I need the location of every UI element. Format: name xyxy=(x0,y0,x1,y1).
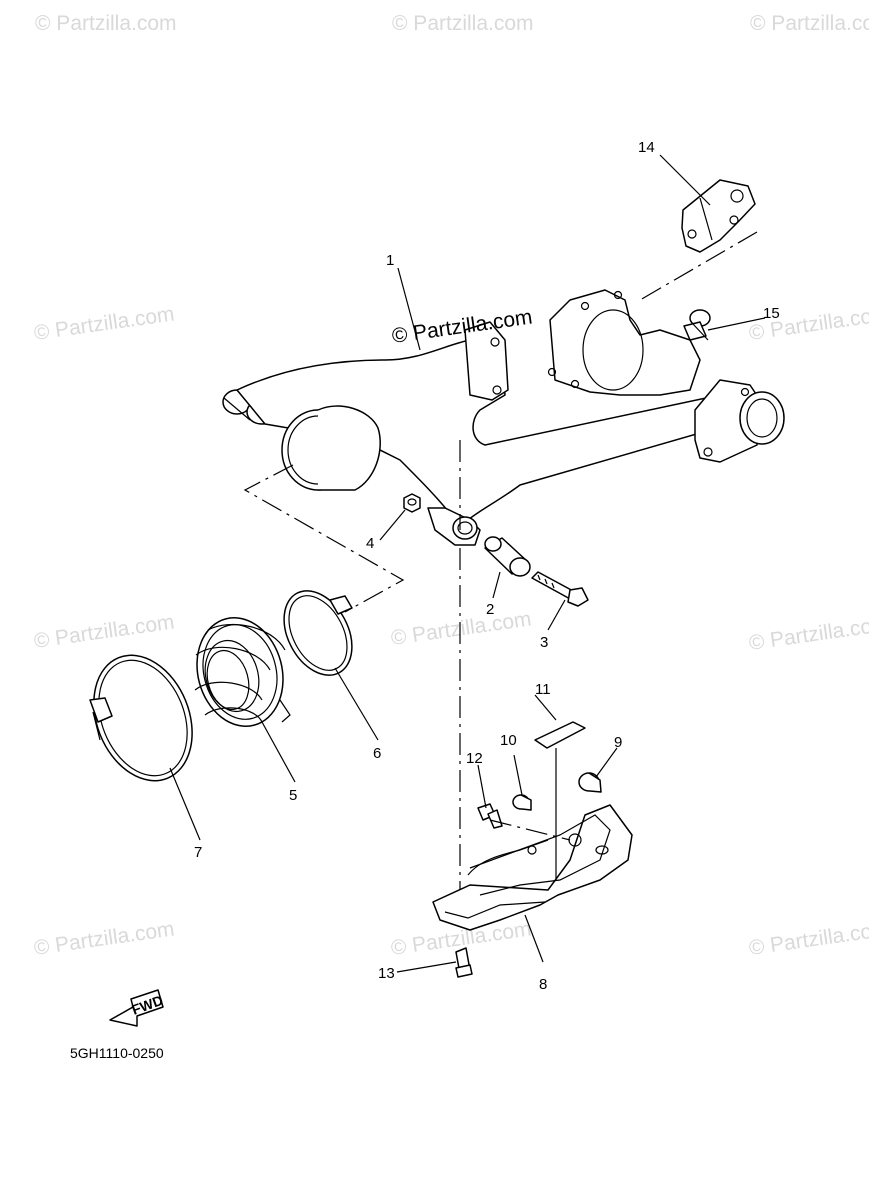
callout-7: 7 xyxy=(194,844,202,861)
part-13-bolt xyxy=(455,947,473,978)
callout-9: 9 xyxy=(614,734,622,751)
fwd-label: FWD xyxy=(130,992,165,1018)
callout-1: 1 xyxy=(386,252,394,269)
part-4-nut xyxy=(403,493,421,513)
leader-dashed xyxy=(243,464,405,613)
watermark: © Partzilla.com xyxy=(32,917,175,959)
watermark: © Partzilla.com xyxy=(747,612,869,654)
callout-11: 11 xyxy=(535,681,551,698)
leader-dashed xyxy=(639,231,758,301)
part-8-plate xyxy=(432,804,633,931)
watermark: © Partzilla.com xyxy=(392,12,534,35)
part-11-pad xyxy=(534,721,586,749)
callout-8: 8 xyxy=(539,976,547,993)
watermark: © Partzilla.com xyxy=(32,610,175,652)
callout-10: 10 xyxy=(500,732,517,749)
callout-14: 14 xyxy=(638,139,655,156)
callout-3: 3 xyxy=(540,634,548,651)
part-15-bolt xyxy=(683,321,709,341)
watermark: © Partzilla.com xyxy=(389,607,532,649)
part-2-collar xyxy=(484,536,531,577)
watermark: © Partzilla.com xyxy=(35,12,177,35)
diagram-code: 5GH1110-0250 xyxy=(70,1045,164,1061)
part-12-bolt xyxy=(477,803,503,829)
part-14-bracket xyxy=(681,179,756,253)
part-7-clamp xyxy=(89,654,193,782)
callout-6: 6 xyxy=(373,745,381,762)
part-10-damper xyxy=(512,794,532,811)
leader-dashed xyxy=(489,819,571,841)
callout-leaders xyxy=(169,154,766,973)
callout-4: 4 xyxy=(366,535,374,552)
fwd-arrow-icon: FWD xyxy=(109,989,165,1027)
part-5-boot xyxy=(194,617,291,727)
watermark: © Partzilla.com xyxy=(747,917,869,959)
callout-5: 5 xyxy=(289,787,297,804)
watermark: © Partzilla.com xyxy=(32,302,175,344)
part-9-damper xyxy=(578,772,602,793)
part-1-swingarm xyxy=(222,289,785,546)
watermark: © Partzilla.com xyxy=(750,12,869,35)
part-6-clamp xyxy=(283,590,353,676)
callout-12: 12 xyxy=(466,750,483,767)
callout-13: 13 xyxy=(378,965,395,982)
part-3-bolt xyxy=(531,571,589,607)
callout-2: 2 xyxy=(486,601,494,618)
callout-15: 15 xyxy=(763,305,780,322)
